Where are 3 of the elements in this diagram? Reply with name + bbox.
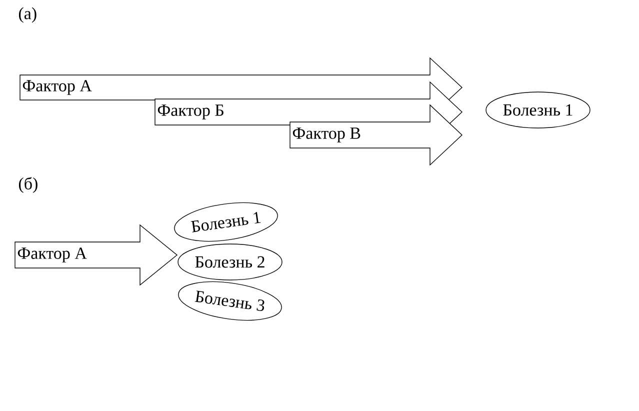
panel-label: (б) — [18, 177, 38, 193]
panel-label: (а) — [18, 7, 36, 23]
factor-label: Фактор В — [290, 104, 463, 166]
